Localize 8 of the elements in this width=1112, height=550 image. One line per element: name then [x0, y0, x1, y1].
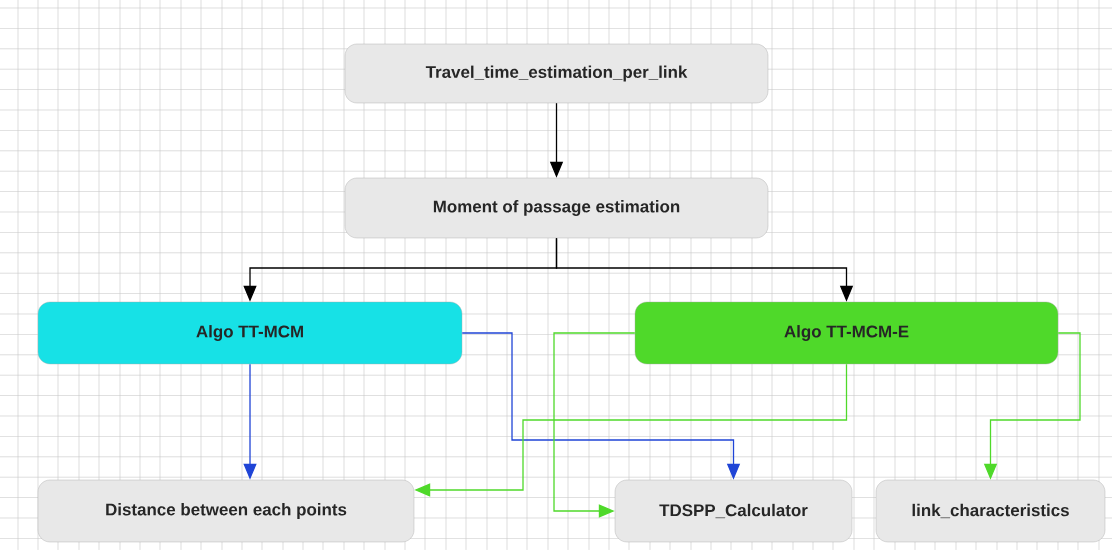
process-box: TDSPP_Calculator: [614, 479, 853, 543]
process-box: Distance between each points: [37, 479, 415, 543]
process-box: Moment of passage estimation: [344, 177, 769, 239]
process-box: Algo TT-MCM: [37, 301, 463, 365]
process-box: link_characteristics: [875, 479, 1106, 543]
process-box: Algo TT-MCM-E: [634, 301, 1059, 365]
arrow: [553, 332, 636, 518]
process-box: Travel_time_estimation_per_link: [344, 43, 769, 104]
